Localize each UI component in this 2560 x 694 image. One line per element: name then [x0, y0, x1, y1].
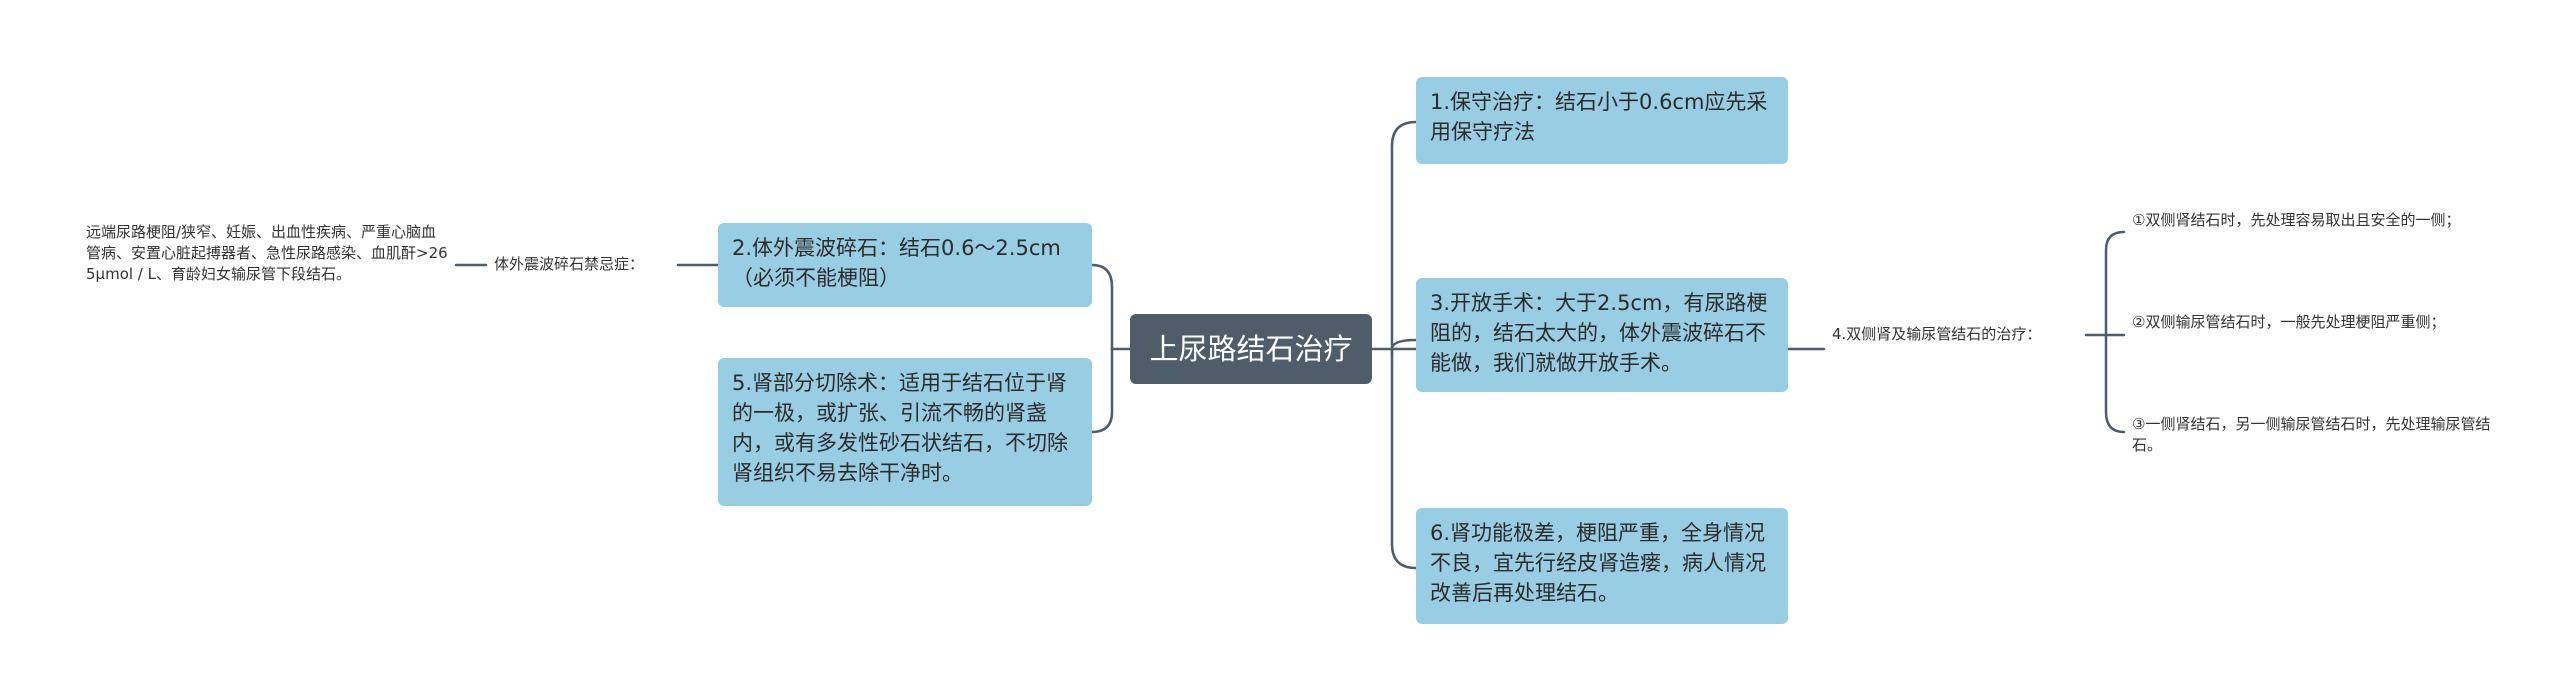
root-topic-label: 上尿路结石治疗: [1149, 332, 1353, 366]
subtopic-bilateral-2-text: ②双侧输尿管结石时，一般先处理梗阻严重侧；: [2132, 313, 2446, 331]
connector-root-right-trunk: [1390, 120, 1418, 357]
topic-nephrostomy-text: 6.肾功能极差，梗阻严重，全身情况不良，宜先行经皮肾造瘘，病人情况改善后再处理结…: [1430, 521, 1766, 605]
topic-eswl-text: 2.体外震波碎石：结石0.6～2.5cm（必须不能梗阻）: [732, 236, 1061, 290]
connector-to-partial-nephrectomy: [1090, 347, 1114, 434]
subtopic-contraindication-detail[interactable]: 远端尿路梗阻/狭窄、妊娠、出血性疾病、严重心脑血管病、安置心脏起搏器者、急性尿路…: [86, 222, 448, 285]
topic-conservative[interactable]: 1.保守治疗：结石小于0.6cm应先采用保守疗法: [1416, 77, 1788, 164]
connector-to-nephrostomy: [1390, 347, 1418, 570]
topic-bilateral-text: 4.双侧肾及输尿管结石的治疗：: [1832, 325, 2042, 343]
connector-to-eswl: [1090, 263, 1114, 351]
topic-conservative-text: 1.保守治疗：结石小于0.6cm应先采用保守疗法: [1430, 90, 1768, 144]
topic-nephrostomy[interactable]: 6.肾功能极差，梗阻严重，全身情况不良，宜先行经皮肾造瘘，病人情况改善后再处理结…: [1416, 508, 1788, 624]
subtopic-contraindication-text: 体外震波碎石禁忌症：: [494, 255, 645, 273]
connector-to-open-surgery: [1390, 338, 1418, 351]
connector-bilateral-to-sub1: [2104, 230, 2126, 337]
topic-bilateral[interactable]: 4.双侧肾及输尿管结石的治疗：: [1832, 324, 2041, 345]
subtopic-contraindication-detail-text: 远端尿路梗阻/狭窄、妊娠、出血性疾病、严重心脑血管病、安置心脏起搏器者、急性尿路…: [86, 223, 448, 283]
subtopic-contraindication[interactable]: 体外震波碎石禁忌症：: [494, 254, 644, 275]
root-topic[interactable]: 上尿路结石治疗: [1130, 314, 1372, 384]
subtopic-bilateral-1[interactable]: ①双侧肾结石时，先处理容易取出且安全的一侧；: [2132, 210, 2512, 231]
subtopic-bilateral-3[interactable]: ③一侧肾结石，另一侧输尿管结石时，先处理输尿管结石。: [2132, 414, 2512, 456]
topic-eswl[interactable]: 2.体外震波碎石：结石0.6～2.5cm（必须不能梗阻）: [718, 223, 1092, 307]
subtopic-bilateral-2[interactable]: ②双侧输尿管结石时，一般先处理梗阻严重侧；: [2132, 312, 2512, 333]
topic-partial-nephrectomy-text: 5.肾部分切除术：适用于结石位于肾的一极，或扩张、引流不畅的肾盏内，或有多发性砂…: [732, 371, 1068, 485]
topic-partial-nephrectomy[interactable]: 5.肾部分切除术：适用于结石位于肾的一极，或扩张、引流不畅的肾盏内，或有多发性砂…: [718, 358, 1092, 506]
subtopic-bilateral-1-text: ①双侧肾结石时，先处理容易取出且安全的一侧；: [2132, 211, 2461, 229]
subtopic-bilateral-3-text: ③一侧肾结石，另一侧输尿管结石时，先处理输尿管结石。: [2132, 415, 2491, 454]
connector-bilateral-to-sub3: [2104, 333, 2126, 434]
topic-open-surgery-text: 3.开放手术：大于2.5cm，有尿路梗阻的，结石太大的，体外震波碎石不能做，我们…: [1430, 291, 1768, 375]
topic-open-surgery[interactable]: 3.开放手术：大于2.5cm，有尿路梗阻的，结石太大的，体外震波碎石不能做，我们…: [1416, 278, 1788, 392]
